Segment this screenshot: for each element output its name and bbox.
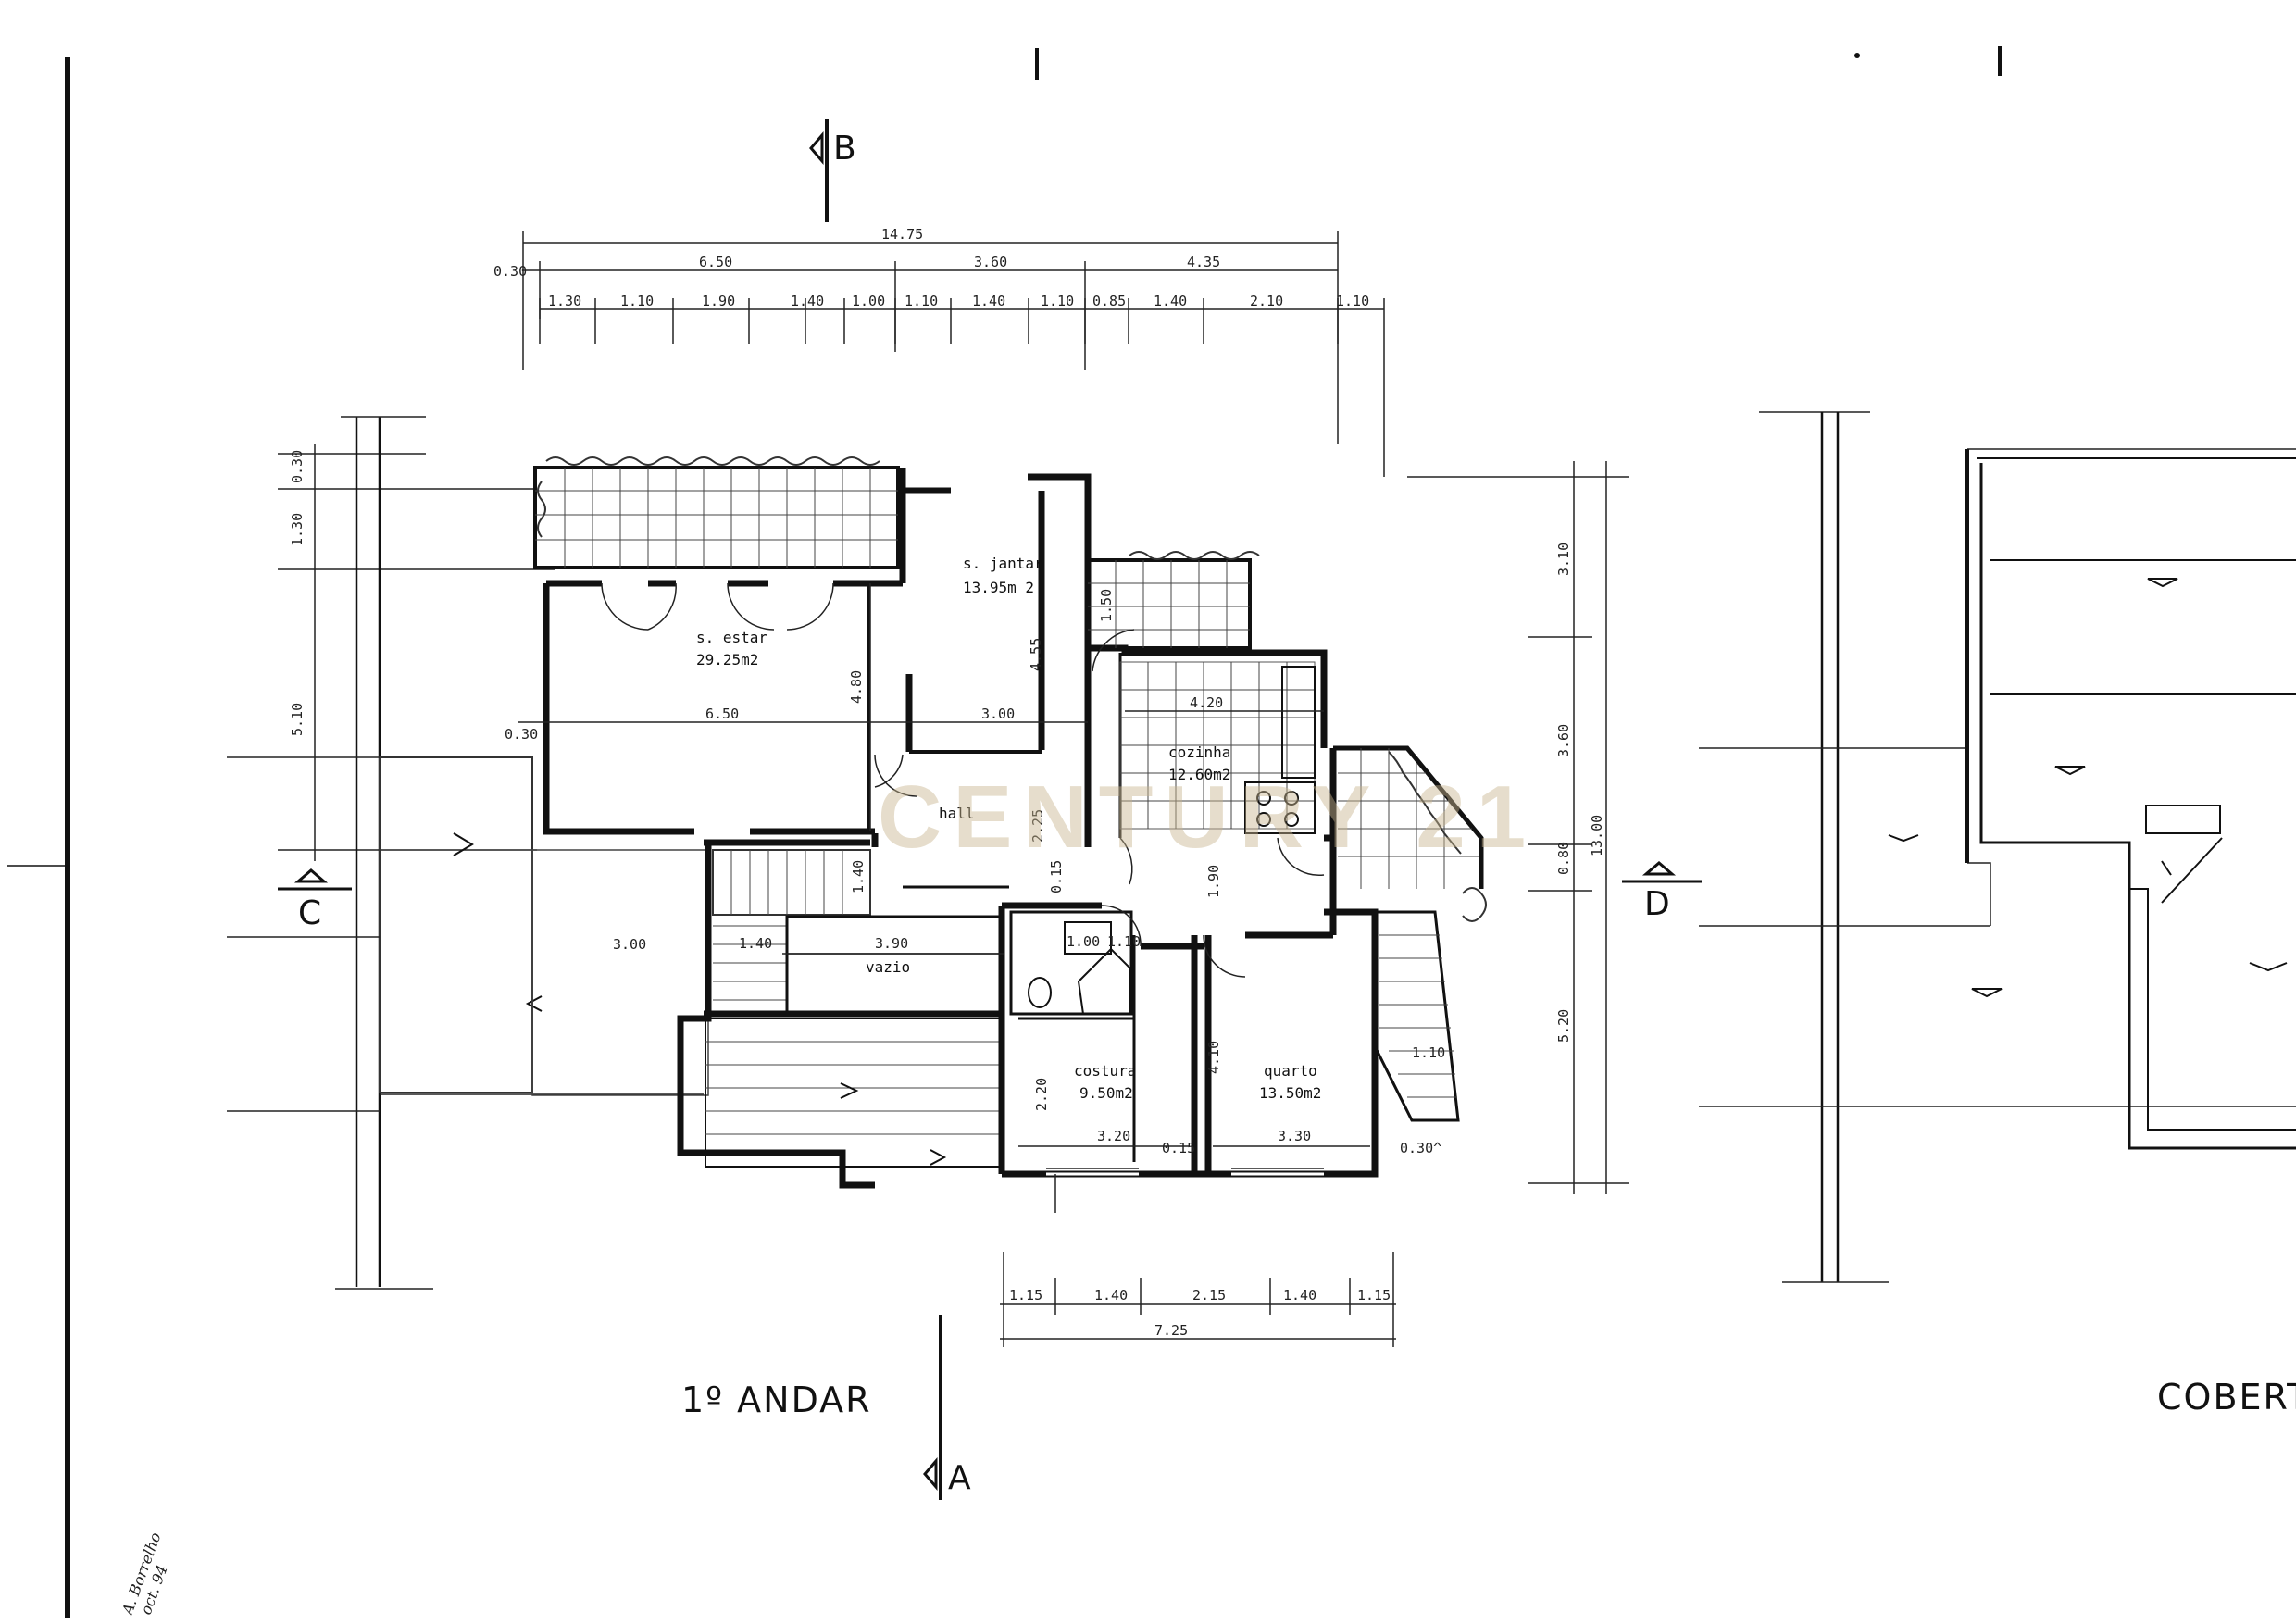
room-cozinha-name: cozinha [1168, 743, 1230, 761]
dim-bottom-total: 7.25 [1154, 1322, 1188, 1339]
dim-fine-1: 1.30 [548, 293, 581, 309]
dim-estar-width: 6.50 [705, 706, 739, 722]
dim-kitchen-width: 4.20 [1190, 694, 1223, 711]
dim-bottom-3: 2.15 [1192, 1287, 1226, 1304]
room-estar-name: s. estar [696, 629, 767, 646]
room-costura-name: costura [1074, 1062, 1136, 1080]
dim-costura-height: 2.20 [1033, 1078, 1050, 1111]
dim-wall-15: 0.15 [1162, 1140, 1195, 1156]
dim-right-total: 13.00 [1589, 815, 1605, 856]
room-estar-area: 29.25m2 [696, 651, 758, 668]
dim-bottom-1: 1.15 [1009, 1287, 1042, 1304]
dim-bottom-2: 1.40 [1094, 1287, 1128, 1304]
floor-title: 1º ANDAR [681, 1380, 872, 1420]
dim-bottom-5: 1.15 [1357, 1287, 1391, 1304]
roof-plan: COBERT [1699, 411, 2296, 1418]
dim-wall-015: 0.15 [1048, 860, 1065, 893]
room-hall-name: hall [939, 805, 975, 822]
roof-plan-title: COBERT [2157, 1377, 2296, 1418]
top-dimension-chain: 14.75 0.30 6.50 3.60 4.35 1.30 1.10 1.90… [493, 226, 1385, 477]
dim-terrace-right: 1.10 [1412, 1044, 1445, 1061]
right-dimension-chain: 3.10 3.60 0.80 5.20 13.00 [1407, 461, 1629, 1194]
room-costura-area: 9.50m2 [1079, 1084, 1133, 1102]
room-cozinha-area: 12.60m2 [1168, 766, 1230, 783]
dim-mid-1: 6.50 [699, 254, 732, 270]
dim-mid-2: 3.60 [974, 254, 1007, 270]
room-vazio-name: vazio [866, 958, 910, 976]
dim-bath-a: 1.10 [1107, 933, 1141, 950]
room-labels: s. estar 29.25m2 s. jantar 13.95m 2 cozi… [696, 555, 1321, 1102]
section-marker-c: C [278, 868, 352, 932]
dim-hall-height: 2.25 [1029, 809, 1046, 843]
room-quarto-name: quarto [1264, 1062, 1317, 1080]
dim-quarto-width: 3.30 [1278, 1128, 1311, 1144]
dim-wall-030b: 0.30^ [1400, 1140, 1441, 1156]
dim-right-1: 3.10 [1555, 543, 1572, 576]
dim-bottom-4: 1.40 [1283, 1287, 1316, 1304]
dim-hall-vertical: 1.90 [1205, 865, 1222, 898]
dim-fine-6: 1.10 [905, 293, 938, 309]
dim-left-2: 1.30 [289, 513, 306, 546]
dim-stair-width: 1.40 [739, 935, 772, 952]
section-label-c: C [298, 894, 321, 932]
dim-fine-2: 1.10 [620, 293, 654, 309]
dim-jantar-height: 4.55 [1028, 638, 1044, 671]
section-marker-a: A [923, 1315, 971, 1500]
dim-vazio-height: 1.40 [850, 860, 867, 893]
dim-fine-11: 2.10 [1250, 293, 1283, 309]
dim-vazio-width: 3.90 [875, 935, 908, 952]
sheet-frame [7, 46, 2002, 1618]
left-dimension-chain: 0.30 1.30 5.10 [278, 416, 555, 1290]
walls [543, 468, 1487, 1213]
dim-fine-8: 1.10 [1041, 293, 1074, 309]
dim-wall-030: 0.30 [505, 726, 538, 743]
dim-jantar-width: 3.00 [981, 706, 1015, 722]
interior-dimensions: 6.50 4.80 3.00 4.55 4.20 1.50 2.25 1.90 … [505, 583, 1445, 1156]
dim-kitchen-balcony: 1.50 [1098, 589, 1115, 622]
dim-terrace-width: 3.00 [613, 936, 646, 953]
section-marker-d: D [1622, 861, 1702, 923]
dim-left-1: 0.30 [289, 450, 306, 483]
dim-right-3: 0.80 [1555, 842, 1572, 875]
section-label-b: B [833, 130, 856, 168]
dim-quarto-height: 4.10 [1205, 1041, 1222, 1074]
dim-fine-7: 1.40 [972, 293, 1005, 309]
top-balcony-pergola [533, 456, 900, 569]
room-jantar-area: 13.95m 2 [963, 579, 1034, 596]
dim-left-offset: 0.30 [493, 263, 527, 280]
left-terrace: 3.00 [227, 756, 709, 1112]
dim-left-3: 5.10 [289, 703, 306, 736]
dim-estar-height: 4.80 [848, 670, 865, 704]
section-marker-b: B [809, 119, 856, 222]
dim-fine-12: 1.10 [1336, 293, 1369, 309]
dim-bath-b: 1.00 [1067, 933, 1100, 950]
room-quarto-area: 13.50m2 [1259, 1084, 1321, 1102]
dim-fine-10: 1.40 [1154, 293, 1187, 309]
bottom-dimension-chain: 1.15 1.40 2.15 1.40 1.15 7.25 [1000, 1252, 1396, 1347]
dim-mid-3: 4.35 [1187, 254, 1220, 270]
dim-fine-4: 1.40 [791, 293, 824, 309]
dim-fine-9: 0.85 [1092, 293, 1126, 309]
section-label-a: A [948, 1459, 971, 1497]
dim-fine-3: 1.90 [702, 293, 735, 309]
section-label-d: D [1644, 885, 1670, 923]
dim-right-2: 3.60 [1555, 724, 1572, 757]
room-jantar-name: s. jantar [963, 555, 1043, 572]
dim-right-4: 5.20 [1555, 1009, 1572, 1043]
century21-watermark: CENTURY 21 [878, 768, 1537, 867]
dim-costura-width: 3.20 [1097, 1128, 1130, 1144]
dim-fine-5: 1.00 [852, 293, 885, 309]
dim-total-width: 14.75 [881, 226, 923, 243]
